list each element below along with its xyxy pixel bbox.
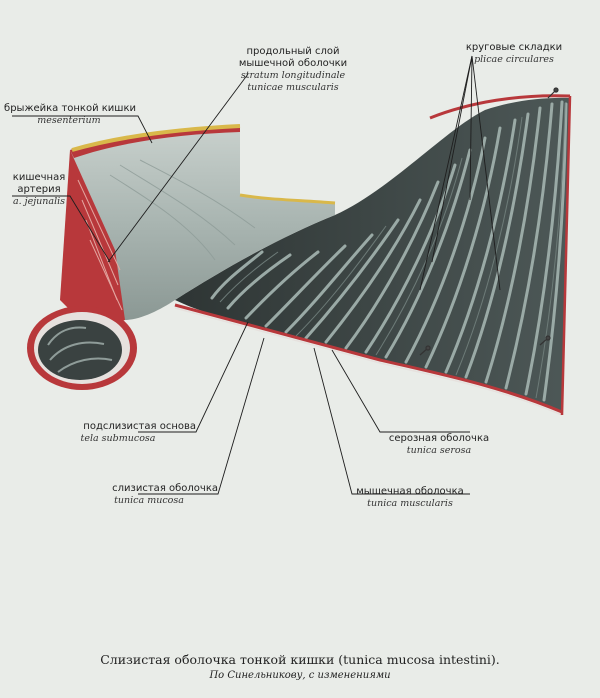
label-ru: круговые складки bbox=[465, 42, 563, 53]
figure-caption: Слизистая оболочка тонкой кишки (tunica … bbox=[100, 652, 500, 667]
label-ru: серозная оболочка bbox=[388, 433, 490, 444]
opened-intestine bbox=[175, 97, 570, 412]
label-longitudinal-layer: продольный слой мышечной оболочки stratu… bbox=[228, 46, 358, 94]
label-la: a. jejunalis bbox=[12, 196, 66, 207]
label-la: stratum longitudinale bbox=[240, 70, 346, 81]
label-ru: слизистая оболочка bbox=[112, 483, 218, 494]
label-submucosa: подслизистая основа tela submucosa bbox=[40, 421, 196, 445]
circular-folds bbox=[210, 100, 568, 402]
label-circular-folds: круговые складки plicae circulares bbox=[454, 42, 574, 66]
label-ru: мышечная оболочка bbox=[356, 486, 464, 497]
leader-lines bbox=[12, 55, 501, 495]
label-mesentery: брыжейка тонкой кишки mesenterium bbox=[2, 103, 136, 127]
label-la: tunica muscularis bbox=[367, 498, 453, 509]
cut-section bbox=[27, 150, 137, 390]
label-ru: подслизистая основа bbox=[83, 421, 196, 432]
label-ru: мышечной оболочки bbox=[238, 58, 348, 69]
label-ru: продольный слой bbox=[246, 46, 340, 57]
intestine-tube bbox=[70, 124, 336, 320]
label-la: tela submucosa bbox=[80, 433, 156, 444]
label-jejunal-artery: кишечная артерия a. jejunalis bbox=[4, 172, 74, 208]
figure-source: По Синельникову, с изменениями bbox=[209, 670, 391, 681]
serosa-edge bbox=[174, 94, 572, 416]
label-ru: артерия bbox=[17, 184, 61, 195]
label-muscularis: мышечная оболочка tunica muscularis bbox=[340, 486, 480, 510]
label-la: mesenterium bbox=[37, 115, 101, 126]
pins bbox=[419, 87, 559, 356]
label-la: plicae circulares bbox=[474, 54, 554, 65]
label-mucosa: слизистая оболочка tunica mucosa bbox=[80, 483, 218, 507]
label-serosa: серозная оболочка tunica serosa bbox=[374, 433, 504, 457]
label-la: tunicae muscularis bbox=[247, 82, 339, 93]
label-la: tunica serosa bbox=[406, 445, 472, 456]
label-ru: брыжейка тонкой кишки bbox=[4, 103, 136, 114]
label-ru: кишечная bbox=[12, 172, 66, 183]
label-la: tunica mucosa bbox=[114, 495, 184, 506]
intestine-illustration bbox=[12, 55, 572, 495]
